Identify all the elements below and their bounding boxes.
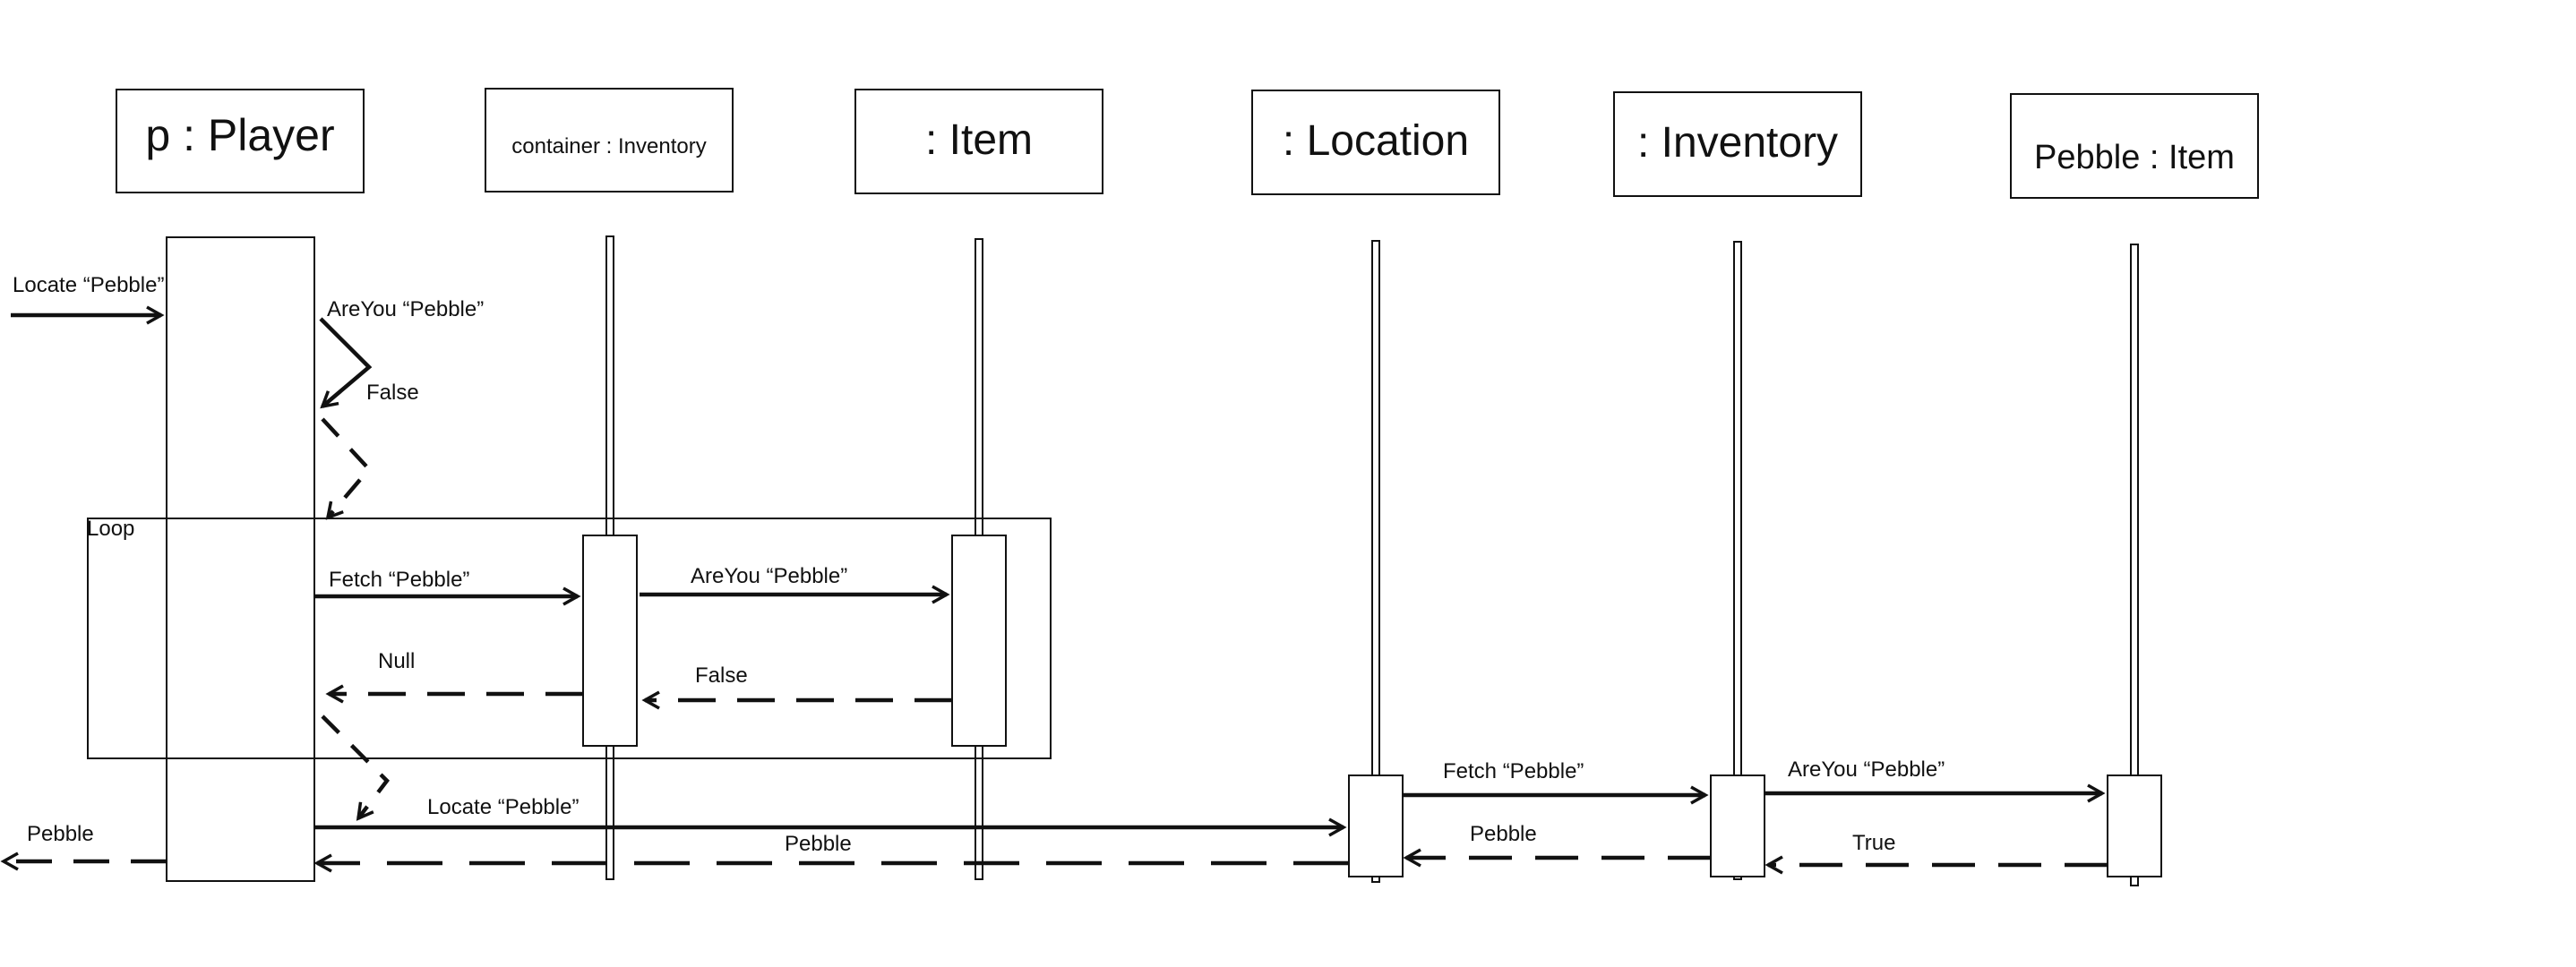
activation-container-inventory: [582, 535, 638, 747]
message-label-fetch-container: Fetch “Pebble”: [329, 568, 469, 592]
message-label-areyou-pebble: AreYou “Pebble”: [1788, 757, 1945, 782]
message-label-null-return: Null: [378, 649, 415, 673]
message-label-pebble-out: Pebble: [27, 822, 94, 846]
participant-label-player: p : Player: [145, 110, 334, 160]
message-label-locate-location: Locate “Pebble”: [427, 795, 579, 819]
lifeline-inventory: [1733, 241, 1742, 880]
participant-box-container-inventory: [485, 88, 734, 193]
message-label-false-return: False: [695, 663, 748, 688]
participant-box-pebble-item: [2010, 93, 2259, 199]
participant-box-inventory: [1613, 91, 1862, 197]
participant-label-container-inventory: container : Inventory: [511, 134, 706, 158]
participant-box-item: [854, 89, 1103, 194]
loop-fragment-label: Loop: [87, 517, 134, 541]
participant-label-inventory: : Inventory: [1637, 119, 1838, 167]
participant-label-location: : Location: [1283, 117, 1469, 165]
message-arrow-to-next-step: [321, 715, 390, 821]
message-arrow-self-return: [321, 417, 373, 520]
activation-inventory: [1710, 774, 1765, 877]
message-arrow-self-areyou: [319, 317, 373, 409]
participant-label-pebble-item: Pebble : Item: [2034, 139, 2235, 176]
message-label-fetch-inventory: Fetch “Pebble”: [1443, 759, 1584, 783]
activation-player: [166, 236, 315, 882]
lifeline-pebble-item: [2130, 244, 2139, 886]
message-label-self-areyou: AreYou “Pebble”: [327, 297, 484, 321]
message-label-locate-in: Locate “Pebble”: [13, 273, 164, 297]
message-label-pebble-return-player: Pebble: [785, 832, 852, 856]
activation-item: [951, 535, 1007, 747]
message-label-areyou-item: AreYou “Pebble”: [691, 564, 847, 588]
message-label-true-return: True: [1852, 831, 1895, 855]
participant-label-item: : Item: [925, 116, 1033, 164]
loop-fragment: [87, 518, 1052, 759]
participant-box-location: [1251, 90, 1500, 195]
activation-location: [1348, 774, 1404, 877]
lifeline-location: [1371, 240, 1380, 883]
message-label-pebble-return-location: Pebble: [1470, 822, 1537, 846]
message-label-self-false: False: [366, 381, 419, 405]
activation-pebble-item: [2107, 774, 2162, 877]
participant-box-player: [116, 89, 365, 193]
